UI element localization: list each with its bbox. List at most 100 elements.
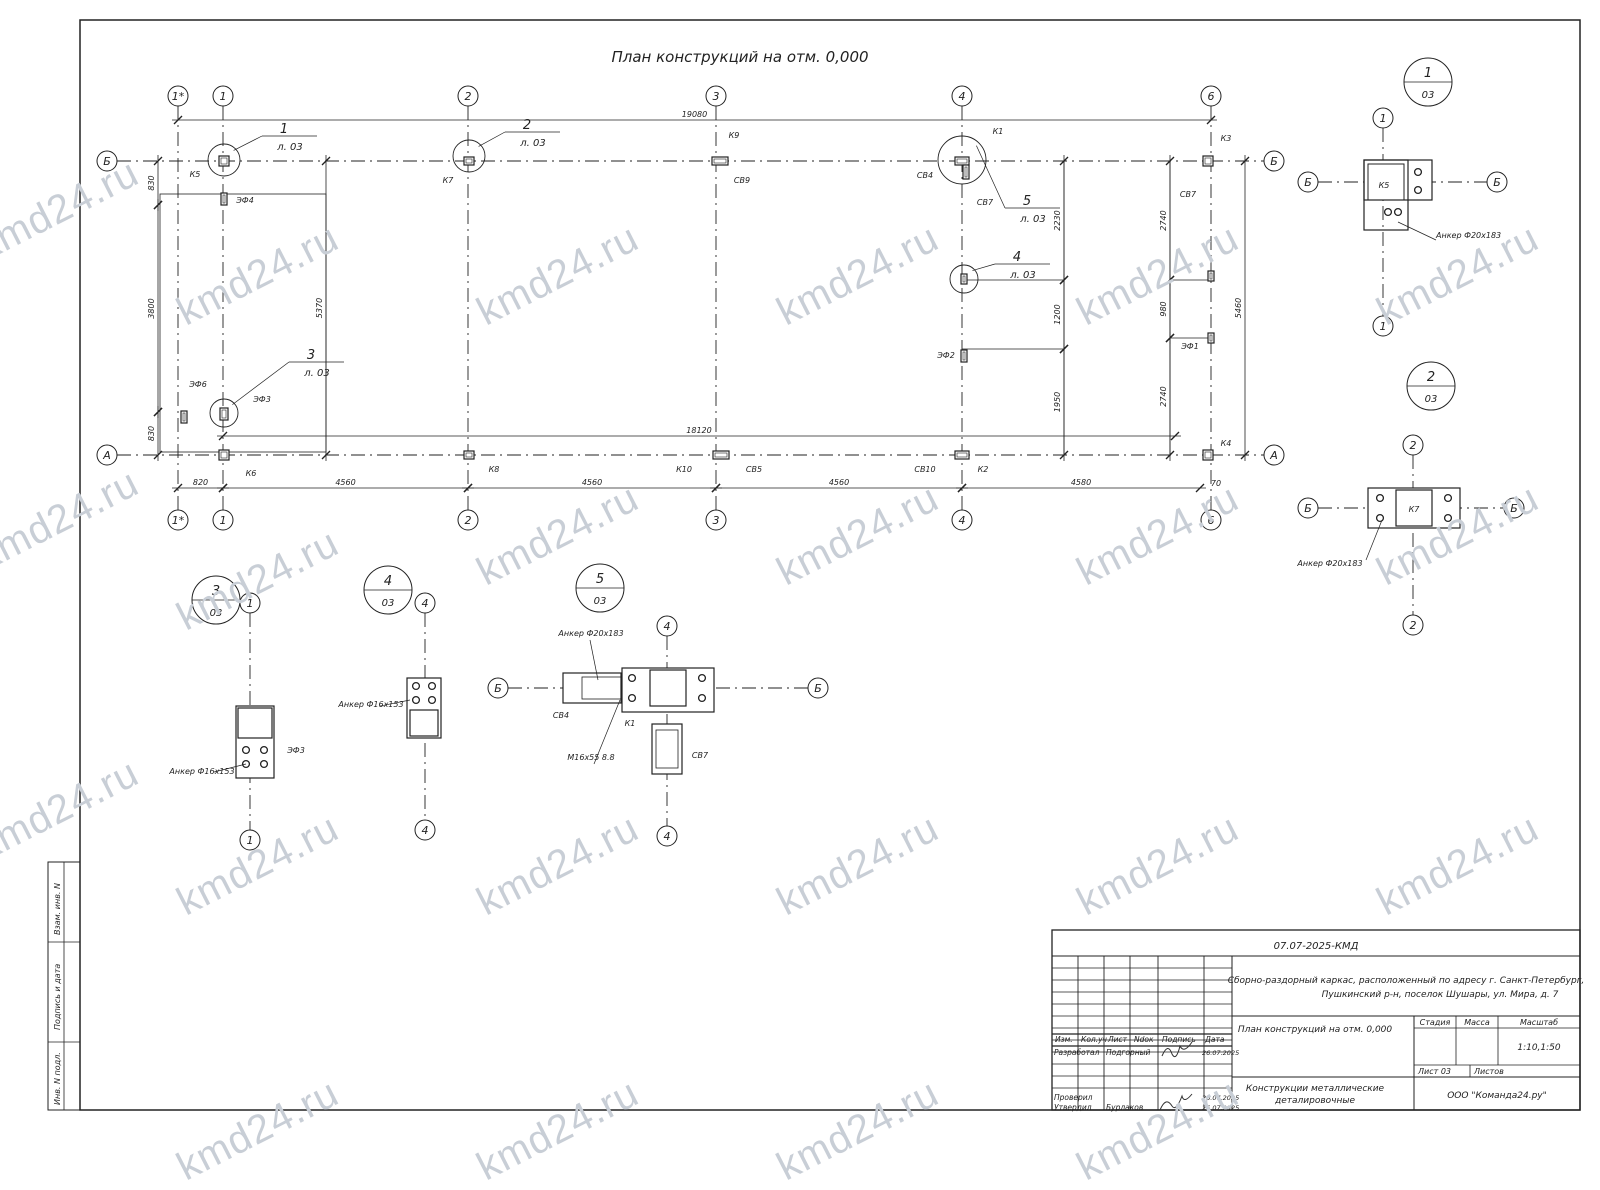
- axis-col-top-0-label: 1*: [172, 90, 185, 103]
- dim-right-mid-2-text: 1950: [1053, 392, 1062, 412]
- detail-5-left-bolt: [627, 693, 637, 703]
- dim-tick: [153, 156, 163, 166]
- detail-5-axis-h-left-circle: [487, 677, 509, 699]
- node-k10: [712, 450, 730, 460]
- callout-4-sheet: л. 03: [1009, 270, 1035, 281]
- node-right-1: [1207, 270, 1215, 282]
- detail-5-column: [649, 669, 687, 707]
- dim-top-total-text: 19080: [682, 110, 707, 119]
- axis-col-top-2-label: 2: [465, 90, 472, 103]
- detail-5-mark-k1: К1: [625, 719, 636, 728]
- detail-1-bubble-sheet: 03: [1422, 90, 1435, 101]
- detail-3-axis-v-bottom-circle: [239, 829, 261, 851]
- detail-2-anchor: Анкер Ф20х183: [1296, 559, 1362, 568]
- axis-col-bottom-5-circle: [1200, 509, 1222, 531]
- project-line-1: Сборно-раздорный каркас, расположенный п…: [1228, 976, 1585, 986]
- dim-tick: [1195, 483, 1205, 493]
- dim-bay-4-text: 4580: [1071, 478, 1091, 487]
- detail-1-axis-v-top-label: 1: [1380, 112, 1387, 125]
- plan-title: План конструкций на отм. 0,000: [611, 48, 868, 66]
- callout-5-circle: [937, 135, 987, 185]
- dim-bay-3-text: 4560: [829, 478, 849, 487]
- sheets-count: Листов: [1473, 1067, 1504, 1076]
- detail-2-axis-h-right-label: Б: [1510, 502, 1518, 515]
- callout-3-sheet: л. 03: [303, 368, 329, 379]
- callout-5-num: 5: [1023, 194, 1031, 209]
- detail-3-bolt: [241, 759, 251, 769]
- node-ef1-inner: [1209, 334, 1213, 342]
- axis-col-bottom-0-circle: [167, 509, 189, 531]
- scale-value: 1:10,1:50: [1517, 1043, 1561, 1053]
- axis-col-bottom-2-label: 2: [465, 514, 472, 527]
- detail-1-anchor-leader: [1397, 221, 1437, 241]
- dim-tick: [1206, 115, 1216, 125]
- header-ndok: Ndок: [1134, 1035, 1154, 1044]
- node-k4-inner: [1204, 451, 1212, 459]
- dim-tick: [1059, 156, 1069, 166]
- detail-1-bolt: [1413, 167, 1423, 177]
- detail-3-mark: ЭФ3: [286, 746, 305, 755]
- sheet-title: План конструкций на отм. 0,000: [1238, 1025, 1393, 1035]
- node-k8-inner: [465, 452, 473, 458]
- side-stamp-signature: Подпись и дата: [53, 964, 62, 1030]
- detail-1-column-inner: [1367, 163, 1405, 201]
- detail-5-bolt: М16х55 8.8: [567, 753, 614, 762]
- node-callout4: [960, 273, 968, 285]
- detail-5-mark-sv7: СВ7: [692, 751, 709, 760]
- axis-col-top-2-circle: [457, 85, 479, 107]
- axis-col-bottom-1-circle: [212, 509, 234, 531]
- detail-3-anchor: Анкер Ф16х153: [168, 767, 234, 776]
- axis-row-right-1-circle: [1263, 444, 1285, 466]
- axis-col-bottom-1-label: 1: [220, 514, 227, 527]
- detail-2-axis-h-left-circle: [1297, 497, 1319, 519]
- callout-3-circle: [209, 398, 239, 428]
- callout-1-leader: [233, 135, 263, 151]
- mark-ef2: ЭФ2: [936, 351, 955, 360]
- dim-tick: [153, 450, 163, 460]
- mark-k3: К3: [1221, 134, 1232, 143]
- detail-5-anchor: Анкер Ф20х183: [557, 629, 623, 638]
- detail-4-anchor: Анкер Ф16х153: [337, 700, 403, 709]
- detail-5-axis-h-right-circle: [807, 677, 829, 699]
- detail-3-anchor-leader: [213, 763, 247, 773]
- detail-4-anchor-leader: [379, 699, 411, 707]
- dim-right-outer-2-text: 2740: [1159, 386, 1168, 406]
- mark-ef4: ЭФ4: [235, 196, 254, 205]
- mark-sv10: СВ10: [914, 465, 935, 474]
- callout-2-num: 2: [523, 118, 531, 133]
- dim-tick: [218, 431, 228, 441]
- mark-k9: К9: [729, 131, 740, 140]
- callout-5-leader: [976, 145, 1006, 209]
- header-date: Дата: [1204, 1035, 1225, 1044]
- dim-tick: [173, 115, 183, 125]
- detail-5-bubble-sheet: 03: [594, 596, 607, 607]
- revision-grid: [1051, 956, 1233, 1110]
- axis-col-bottom-3-label: 3: [713, 514, 720, 527]
- dim-right-mid-0-text: 2230: [1053, 210, 1062, 230]
- node-ef2: [960, 349, 968, 363]
- detail-5-axis-v-top-label: 4: [664, 620, 671, 633]
- detail-1-axis-v-bottom-circle: [1372, 315, 1394, 337]
- node-k9-inner: [713, 158, 727, 164]
- mark-ef1: ЭФ1: [1180, 342, 1199, 351]
- detail-1-axis-h-left-circle: [1297, 171, 1319, 193]
- dim-inner-left-text: 5370: [315, 298, 324, 318]
- detail-3-column: [237, 707, 273, 739]
- detail-5-right-bolt: [697, 693, 707, 703]
- dim-right-mid-1-text: 1200: [1053, 304, 1062, 324]
- detail-2-bubble-sheet: 03: [1425, 394, 1438, 405]
- detail-5-bolt-leader: [593, 699, 621, 765]
- callout-2-sheet: л. 03: [519, 138, 545, 149]
- date-checked: 26.07.2025: [1202, 1094, 1239, 1102]
- detail-3-bubble-sheet: 03: [210, 608, 223, 619]
- mark-sv7-b: СВ7: [1180, 190, 1197, 199]
- node-k3-inner: [1204, 157, 1212, 165]
- node-k8: [463, 450, 475, 460]
- node-ef4: [220, 192, 228, 206]
- side-stamp-inventory: Инв. N подл.: [53, 1052, 62, 1105]
- project-line-2: Пушкинский р-н, поселок Шушары, ул. Мира…: [1322, 990, 1559, 1000]
- dim-tick: [153, 407, 163, 417]
- dim-tick: [321, 450, 331, 460]
- dim-bay-0-text: 820: [193, 478, 208, 487]
- detail-1-column: [1363, 159, 1409, 231]
